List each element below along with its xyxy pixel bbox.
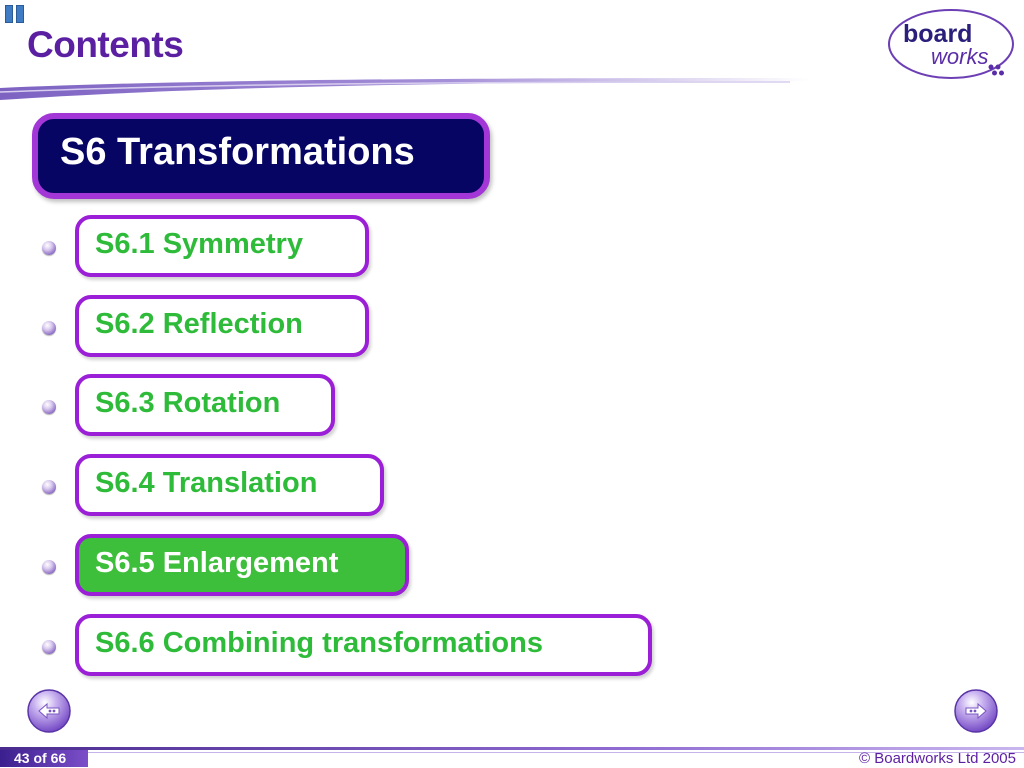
menu-item-rotation[interactable]: S6.3 Rotation: [75, 374, 335, 436]
footer-bar: [0, 747, 1024, 768]
bullet-icon: [42, 321, 56, 335]
bullet-icon: [42, 480, 56, 494]
copyright-text: © Boardworks Ltd 2005: [859, 750, 1016, 767]
page-title: Contents: [27, 24, 184, 65]
bullet-icon: [42, 400, 56, 414]
menu-item-reflection[interactable]: S6.2 Reflection: [75, 295, 369, 357]
menu-item-label: S6.5 Enlargement: [95, 547, 339, 579]
section-heading: S6 Transformations: [32, 113, 490, 199]
section-heading-text: S6 Transformations: [60, 131, 415, 173]
logo-works-text: works: [931, 44, 988, 69]
page-counter: 43 of 66: [0, 750, 88, 767]
arrow-right-icon: [965, 702, 987, 720]
logo-board-text: board: [903, 20, 972, 48]
bullet-icon: [42, 241, 56, 255]
menu-item-enlargement[interactable]: S6.5 Enlargement: [75, 534, 409, 596]
forward-button[interactable]: [953, 688, 999, 734]
menu-item-label: S6.6 Combining transformations: [95, 627, 543, 659]
menu-item-label: S6.3 Rotation: [95, 387, 281, 419]
pause-icon[interactable]: [5, 5, 25, 25]
bullet-icon: [42, 560, 56, 574]
menu-item-symmetry[interactable]: S6.1 Symmetry: [75, 215, 369, 277]
title-underline: [0, 78, 810, 100]
menu-item-label: S6.4 Translation: [95, 467, 318, 499]
boardworks-logo: board works: [888, 9, 1014, 79]
menu-item-label: S6.1 Symmetry: [95, 228, 303, 260]
bullet-icon: [42, 640, 56, 654]
menu-item-combining-transformations[interactable]: S6.6 Combining transformations: [75, 614, 652, 676]
menu-item-label: S6.2 Reflection: [95, 308, 303, 340]
arrow-left-icon: [38, 702, 60, 720]
menu-item-translation[interactable]: S6.4 Translation: [75, 454, 384, 516]
back-button[interactable]: [26, 688, 72, 734]
